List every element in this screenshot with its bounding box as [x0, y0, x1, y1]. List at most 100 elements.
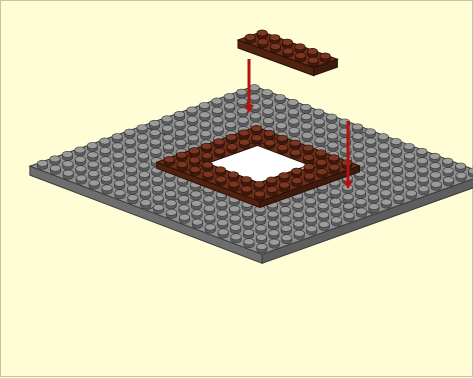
frame-stud: [215, 167, 225, 176]
baseplate-stud: [275, 94, 285, 103]
baseplate-stud: [268, 220, 278, 229]
baseplate-stud: [315, 137, 325, 146]
baseplate-stud: [126, 166, 136, 175]
baseplate-stud: [306, 216, 316, 225]
baseplate-stud: [191, 191, 201, 200]
baseplate-stud: [366, 157, 376, 166]
baseplate-stud: [174, 111, 184, 120]
baseplate-stud: [356, 199, 366, 208]
baseplate-stud: [237, 89, 247, 98]
loose-plate-stud: [270, 35, 280, 44]
baseplate-stud: [256, 225, 266, 234]
baseplate-stud: [114, 180, 124, 189]
baseplate-stud: [178, 195, 188, 204]
baseplate-stud: [201, 130, 211, 139]
frame-stud: [277, 135, 287, 144]
frame-stud: [266, 177, 276, 186]
baseplate-stud: [381, 190, 391, 199]
baseplate-stud: [288, 109, 298, 118]
baseplate-stud: [128, 195, 138, 204]
baseplate-stud: [455, 163, 465, 172]
baseplate-stud: [138, 143, 148, 152]
baseplate-stud: [293, 202, 303, 211]
baseplate-stud: [456, 172, 466, 181]
baseplate-stud: [391, 148, 401, 157]
baseplate-stud: [244, 239, 254, 248]
baseplate-stud: [165, 181, 175, 190]
baseplate-stud: [75, 147, 85, 156]
baseplate-stud: [140, 190, 150, 199]
frame-stud: [202, 162, 212, 171]
loose-plate-stud: [308, 57, 318, 66]
baseplate-stud: [153, 204, 163, 213]
baseplate-stud: [137, 125, 147, 134]
baseplate-stud: [242, 211, 252, 220]
frame-stud: [329, 164, 339, 173]
baseplate-stud: [318, 203, 328, 212]
baseplate-stud: [165, 191, 175, 200]
baseplate-stud: [126, 157, 136, 166]
baseplate-stud: [176, 139, 186, 148]
baseplate-stud: [37, 160, 47, 169]
baseplate-stud: [89, 180, 99, 189]
baseplate-stud: [431, 172, 441, 181]
baseplate-stud: [179, 205, 189, 214]
baseplate-stud: [380, 171, 390, 180]
baseplate-stud: [293, 211, 303, 220]
baseplate-stud: [419, 186, 429, 195]
baseplate-stud: [87, 142, 97, 151]
baseplate-stud: [163, 134, 173, 143]
baseplate-stud: [431, 181, 441, 190]
baseplate-stud: [443, 167, 453, 176]
frame-stud: [202, 152, 212, 161]
frame-stud: [177, 152, 187, 161]
loose-plate-stud: [258, 39, 268, 48]
baseplate-stud: [256, 234, 266, 243]
baseplate-stud: [192, 210, 202, 219]
frame-stud: [292, 177, 302, 186]
baseplate-stud: [301, 104, 311, 113]
baseplate-stud: [268, 211, 278, 220]
baseplate-stud: [368, 185, 378, 194]
frame-stud: [254, 181, 264, 190]
frame-stud: [229, 181, 239, 190]
baseplate-stud: [127, 185, 137, 194]
baseplate-stud: [217, 210, 227, 219]
frame-stud: [239, 139, 249, 148]
frame-stud: [304, 164, 314, 173]
frame-stud: [279, 182, 289, 191]
baseplate-stud: [405, 171, 415, 180]
baseplate-stud: [417, 148, 427, 157]
baseplate-stud: [112, 134, 122, 143]
baseplate-stud: [302, 132, 312, 141]
baseplate-stud: [139, 162, 149, 171]
baseplate-stud: [230, 224, 240, 233]
baseplate-stud: [341, 147, 351, 156]
baseplate-stud: [378, 134, 388, 143]
frame-stud: [329, 155, 339, 164]
baseplate-stud: [404, 153, 414, 162]
baseplate-stud: [175, 121, 185, 130]
baseplate-stud: [187, 107, 197, 116]
baseplate-stud: [113, 152, 123, 161]
baseplate-stud: [243, 229, 253, 238]
loose-plate-stud: [282, 39, 292, 48]
baseplate-stud: [250, 113, 260, 122]
baseplate-stud: [430, 153, 440, 162]
frame-stud: [316, 150, 326, 159]
baseplate-stud: [306, 226, 316, 235]
baseplate-stud: [355, 189, 365, 198]
baseplate-stud: [231, 234, 241, 243]
loose-plate-stud: [270, 43, 280, 52]
frame-stud: [216, 176, 226, 185]
baseplate-stud: [405, 162, 415, 171]
baseplate-stud: [443, 158, 453, 167]
baseplate-stud: [443, 177, 453, 186]
frame-stud: [252, 135, 262, 144]
baseplate-stud: [343, 203, 353, 212]
loose-plate-stud: [307, 48, 317, 57]
baseplate-stud: [76, 166, 86, 175]
baseplate-stud: [393, 185, 403, 194]
baseplate-stud: [243, 220, 253, 229]
